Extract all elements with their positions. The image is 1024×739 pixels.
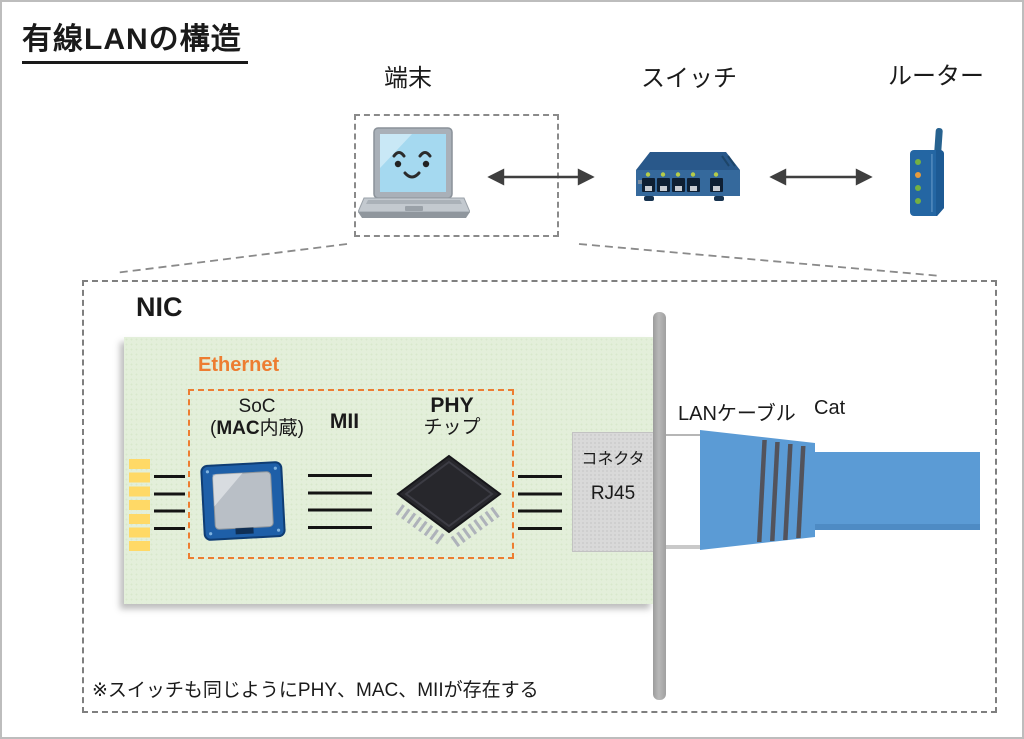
footnote: ※スイッチも同じようにPHY、MAC、MIIが存在する — [92, 680, 539, 701]
router-icon — [904, 126, 952, 220]
router-label: ルーター — [888, 63, 984, 90]
soc-label-line1: SoC — [238, 396, 276, 417]
laptop-icon — [358, 126, 470, 222]
arrow-switch-router — [769, 168, 873, 186]
switch-label: スイッチ — [641, 65, 737, 92]
cable-category-label: Cat — [814, 397, 846, 419]
edge-connector-pins — [129, 459, 150, 555]
rj45-plug — [663, 434, 703, 548]
rj45-connector-box: コネクタ RJ45 — [572, 432, 654, 552]
mii-label: MII — [329, 410, 360, 433]
terminal-label: 端末 — [384, 65, 432, 92]
chassis-bracket-bar — [653, 312, 666, 700]
soc-label-line2: (MAC内蔵) — [210, 418, 304, 439]
bus-lines-phy-connector — [518, 475, 562, 530]
lan-cable-graphic — [662, 427, 982, 555]
connector-label-line2: RJ45 — [590, 483, 636, 504]
bus-lines-left — [154, 475, 185, 530]
page-title: 有線LANの構造 — [22, 14, 248, 64]
phy-chip-icon — [392, 450, 506, 554]
cable-boot-stripes — [756, 440, 806, 542]
ethernet-label: Ethernet — [198, 354, 280, 376]
bus-lines-mii — [308, 474, 372, 529]
phy-label-line2: チップ — [423, 417, 481, 438]
lan-cable-label: LANケーブル — [678, 403, 796, 425]
ethernet-dashed-outline — [188, 389, 514, 559]
soc-label: SoC (MAC内蔵) — [192, 396, 322, 440]
phy-label-line1: PHY — [430, 394, 474, 417]
soc-chip-icon — [198, 459, 288, 543]
terminal-dashed-outline — [354, 114, 559, 237]
switch-icon — [626, 144, 748, 208]
nic-title: NIC — [136, 292, 183, 322]
phy-label: PHY チップ — [402, 395, 502, 439]
nic-detail-dashed-outline — [82, 280, 997, 713]
connector-label-line1: コネクタ — [581, 451, 645, 468]
zoom-guide-lines — [114, 243, 942, 277]
